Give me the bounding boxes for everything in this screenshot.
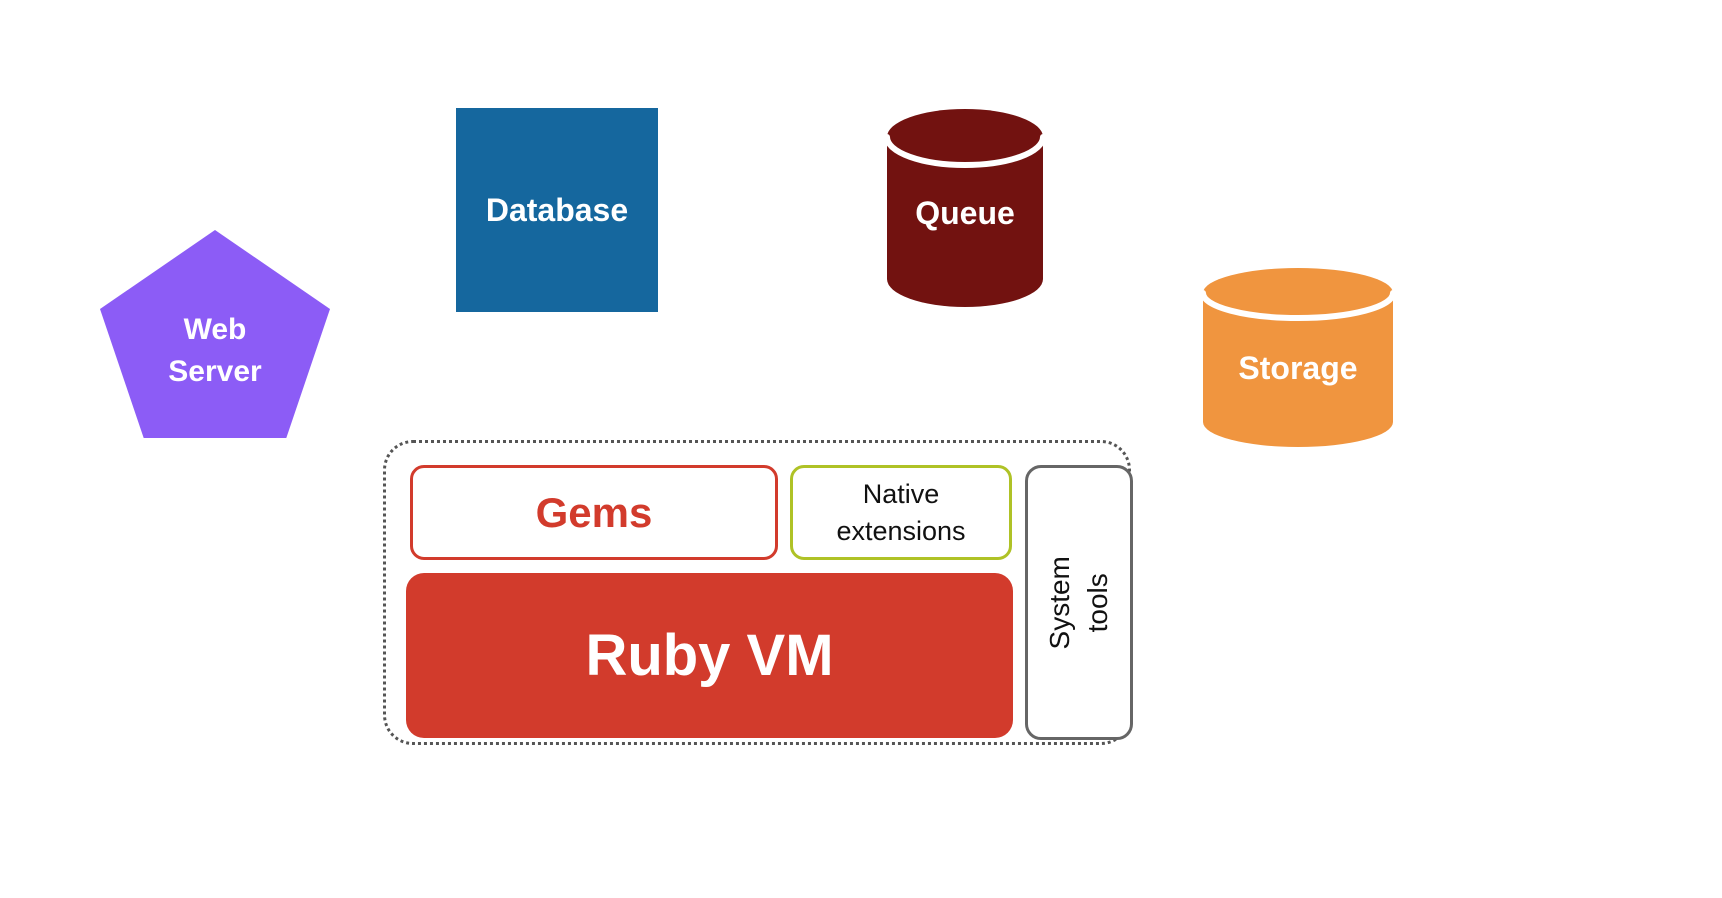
storage-cylinder-icon (1200, 268, 1396, 447)
database-shape: Database (456, 108, 658, 312)
web-server-label-text: Web Server (168, 313, 262, 388)
gems-label: Gems (535, 488, 653, 536)
native-extensions-label: Native extensions (836, 479, 966, 546)
queue-label: Queue (915, 195, 1015, 231)
runtime-group: Gems Native extensions System tools Ruby… (383, 440, 1133, 745)
web-server-label: Web Server (100, 230, 330, 438)
database-label: Database (485, 191, 629, 228)
gems-box: Gems (410, 465, 778, 560)
ruby-vm-box: Ruby VM (406, 573, 1013, 738)
system-tools-box: System tools (1025, 465, 1133, 740)
ruby-vm-label: Ruby VM (585, 623, 834, 688)
native-extensions-box: Native extensions (790, 465, 1012, 560)
queue-shape: Queue (884, 105, 1046, 310)
storage-label: Storage (1238, 350, 1358, 386)
storage-shape: Storage (1200, 265, 1396, 450)
system-tools-label: System tools (1044, 555, 1113, 650)
web-server-shape: Web Server (100, 230, 330, 438)
queue-cylinder-icon (884, 109, 1046, 307)
